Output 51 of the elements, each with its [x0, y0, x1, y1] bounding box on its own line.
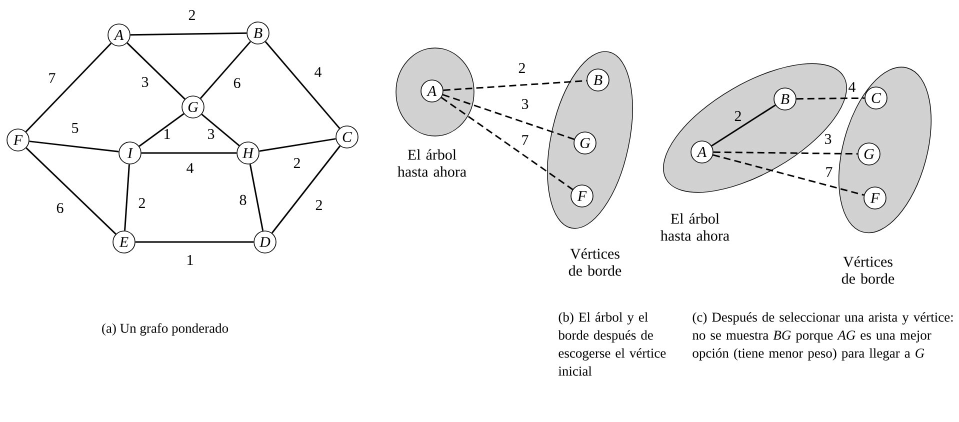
weight-label: 3	[824, 134, 832, 144]
weight-label: 1	[164, 129, 170, 139]
edge-line	[712, 154, 864, 196]
edge-line	[443, 80, 587, 91]
edge-line	[126, 42, 186, 100]
edge-line	[264, 41, 340, 129]
edge-line	[124, 164, 130, 231]
figure-caption: (a) Un grafo ponderado	[102, 323, 228, 336]
edge-line	[201, 114, 240, 146]
edge-line	[130, 32, 247, 36]
weight-label: 2	[518, 63, 525, 73]
weight-label: 6	[56, 202, 64, 214]
weight-label: 2	[188, 10, 195, 20]
set-caption: Vértices de borde	[568, 248, 622, 276]
weight-label: 1	[188, 255, 193, 265]
edge-line	[259, 138, 336, 152]
edge-line	[138, 113, 184, 147]
weight-label: 7	[522, 135, 528, 145]
set-caption: El árbol hasta ahora	[398, 149, 466, 177]
weight-label: 5	[72, 123, 78, 133]
weight-label: 2	[734, 111, 741, 121]
set-caption: Vértices de borde	[842, 256, 894, 284]
edge-line	[29, 140, 119, 152]
weight-label: 7	[826, 167, 832, 177]
edge-line	[141, 152, 237, 154]
weight-label: 7	[49, 73, 56, 83]
weight-label: 4	[848, 82, 856, 92]
weight-label: 3	[142, 76, 148, 88]
weight-label: 6	[234, 78, 240, 88]
edge-line	[440, 96, 574, 190]
weight-label: 8	[240, 194, 246, 206]
edge-line	[711, 104, 776, 146]
edge-line	[25, 42, 112, 132]
edge-line	[271, 146, 341, 234]
weight-label: 3	[208, 128, 214, 140]
weight-label: 2	[316, 200, 322, 210]
figure-caption: (b) El árbol y el borde después de escogerse el vértice inicial	[558, 312, 666, 376]
figure-caption: (c) Después de seleccionar una arista y vértice: no se muestra BG porque AG es una mejor opción (tiene menor peso) para llegar a G	[692, 312, 953, 360]
weight-label: 4	[314, 67, 322, 77]
edge-line	[26, 147, 116, 235]
edge-line	[442, 94, 574, 140]
weight-label: 2	[138, 198, 145, 208]
weight-label: 2	[294, 158, 300, 168]
edge-line	[713, 151, 858, 155]
set-caption: El árbol hasta ahora	[660, 213, 730, 241]
edge-line	[200, 41, 252, 99]
edge-line	[135, 241, 254, 243]
edge-line	[796, 97, 865, 100]
edge-line	[249, 164, 264, 231]
weight-label: 4	[186, 163, 194, 173]
weight-label: 3	[522, 98, 528, 110]
